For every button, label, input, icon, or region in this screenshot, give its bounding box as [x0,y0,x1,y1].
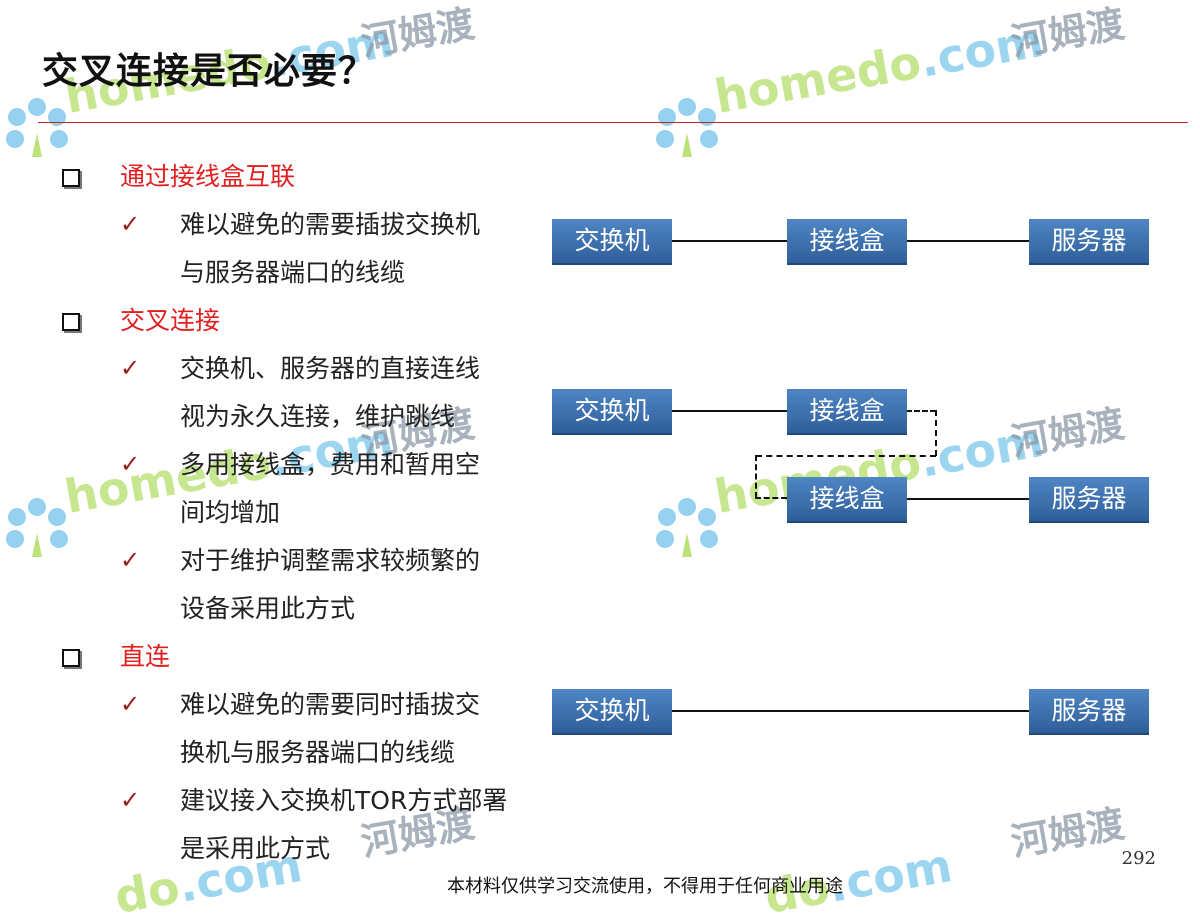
bullet-text-line: 对于维护调整需求较频繁的 [180,546,481,575]
watermark-chinese: 河姆渡 [1007,801,1128,865]
jumper-dashed-left [755,455,757,498]
bullet-text-line: 视为永久连接，维护跳线 [180,402,456,431]
watermark-brand-do: do [851,34,925,100]
title-divider [38,122,1188,123]
slide-title: 交叉连接是否必要？ [42,51,376,92]
flower-logo-icon [656,498,718,557]
switch-node: 交换机 [552,689,672,735]
square-bullet-icon [62,169,80,187]
page-number: 292 [1121,848,1156,869]
check-mark-icon: ✓ [120,450,141,478]
patch-panel-node-top: 接线盒 [787,389,907,435]
footer-disclaimer: 本材料仅供学习交流使用，不得用于任何商业用途 [447,876,843,897]
watermark-chinese: 河姆渡 [1007,1,1128,65]
cable-line [906,240,1030,242]
server-node: 服务器 [1029,689,1149,735]
patch-panel-node-bottom: 接线盒 [787,477,907,523]
check-mark-icon: ✓ [120,546,141,574]
patch-panel-node: 接线盒 [787,219,907,265]
jumper-dashed-middle [756,455,936,457]
server-node: 服务器 [1029,219,1149,265]
square-bullet-icon [62,313,80,331]
check-mark-icon: ✓ [120,354,141,382]
jumper-dashed-bottom [755,497,787,499]
square-bullet-icon [62,649,80,667]
bullet-text-line: 难以避免的需要同时插拔交 [180,690,481,719]
bullet-text-line: 设备采用此方式 [180,594,356,623]
bullet-text-line: 难以避免的需要插拔交换机 [180,210,481,239]
watermark-chinese: 河姆渡 [1007,401,1128,465]
flower-logo-icon [656,98,718,157]
bullet-text-line: 多用接线盒，费用和暂用空 [180,450,481,479]
switch-node: 交换机 [552,219,672,265]
check-mark-icon: ✓ [120,690,141,718]
check-mark-icon: ✓ [120,210,141,238]
bullet-text-line: 换机与服务器端口的线缆 [180,738,456,767]
cable-line [672,240,788,242]
flower-logo-icon [6,498,68,557]
switch-node: 交换机 [552,389,672,435]
cable-line [672,710,1030,712]
bullet-text-line: 与服务器端口的线缆 [180,258,406,287]
section-label-patch-panel: 通过接线盒互联 [120,162,296,191]
server-node: 服务器 [1029,477,1149,523]
flower-logo-icon [6,98,68,157]
bullet-text-line: 是采用此方式 [180,834,331,863]
cable-line [672,410,788,412]
bullet-text-line: 建议接入交换机TOR方式部署 [180,786,508,815]
bullet-text-line: 间均增加 [180,498,281,527]
watermark-brand-home: home [710,45,862,124]
jumper-dashed-right [935,410,937,456]
section-label-cross-connect: 交叉连接 [120,306,221,335]
check-mark-icon: ✓ [120,786,141,814]
watermark-brand-com: .com [915,13,1048,88]
bullet-text-line: 交换机、服务器的直接连线 [180,354,481,383]
jumper-dashed-top [906,410,936,412]
cable-line [906,498,1030,500]
section-label-direct: 直连 [120,642,171,671]
